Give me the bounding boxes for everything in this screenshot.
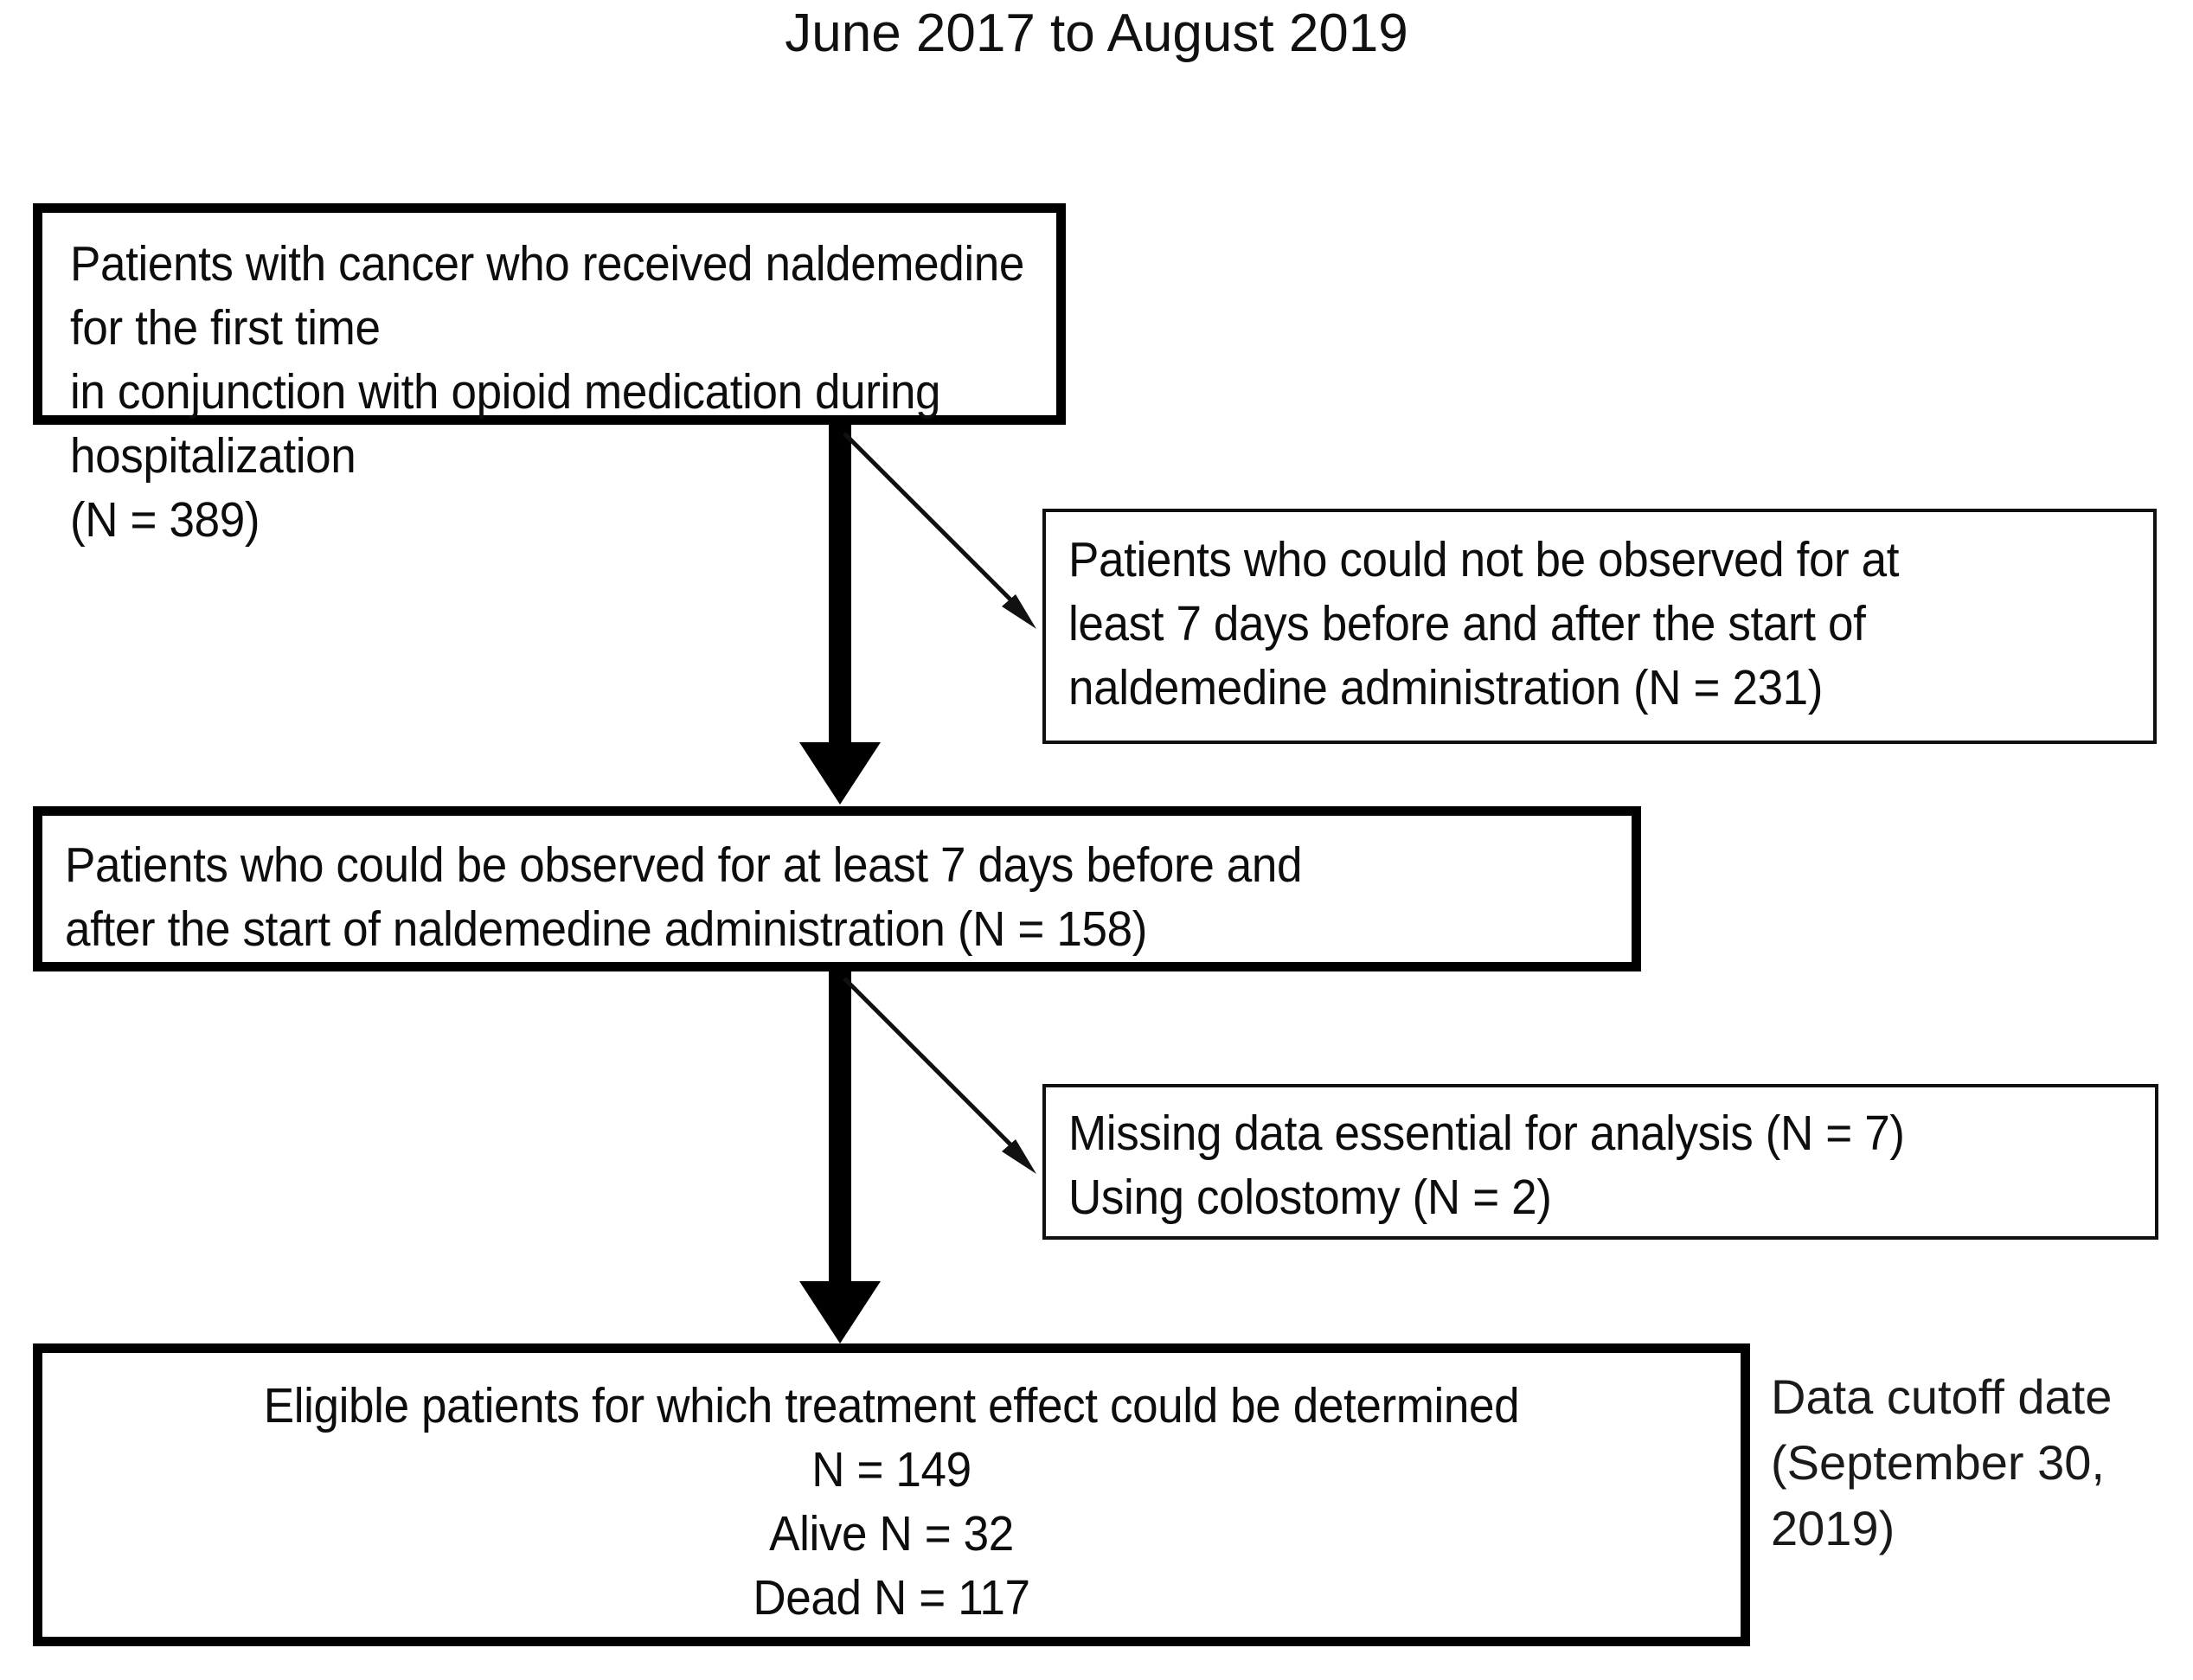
box-observed: Patients who could be observed for at le…	[33, 806, 1641, 971]
box-enrollment-text: Patients with cancer who received naldem…	[70, 236, 1024, 548]
box-exclusion-data-text: Missing data essential for analysis (N =…	[1068, 1106, 1905, 1225]
box-eligible-text: Eligible patients for which treatment ef…	[263, 1378, 1520, 1625]
box-exclusion-observation: Patients who could not be observed for a…	[1042, 509, 2157, 744]
box-enrollment: Patients with cancer who received naldem…	[33, 203, 1066, 548]
box-exclusion-data: Missing data essential for analysis (N =…	[1042, 1084, 2158, 1240]
exclusion-arrow-2	[843, 977, 1036, 1174]
box-eligible: Eligible patients for which treatment ef…	[33, 1343, 1750, 1646]
flow-arrow-2-head	[799, 1281, 881, 1343]
flow-arrow-1-head	[799, 742, 881, 805]
page-title: June 2017 to August 2019	[785, 3, 1408, 63]
flow-arrow-1-shaft	[829, 425, 851, 746]
data-cutoff-note: Data cutoff date (September 30, 2019)	[1771, 1369, 2113, 1555]
flow-arrow-2-shaft	[829, 971, 851, 1285]
box-exclusion-observation-text: Patients who could not be observed for a…	[1068, 532, 1900, 715]
box-observed-text: Patients who could be observed for at le…	[65, 837, 1303, 957]
exclusion-arrow-1	[843, 432, 1036, 629]
